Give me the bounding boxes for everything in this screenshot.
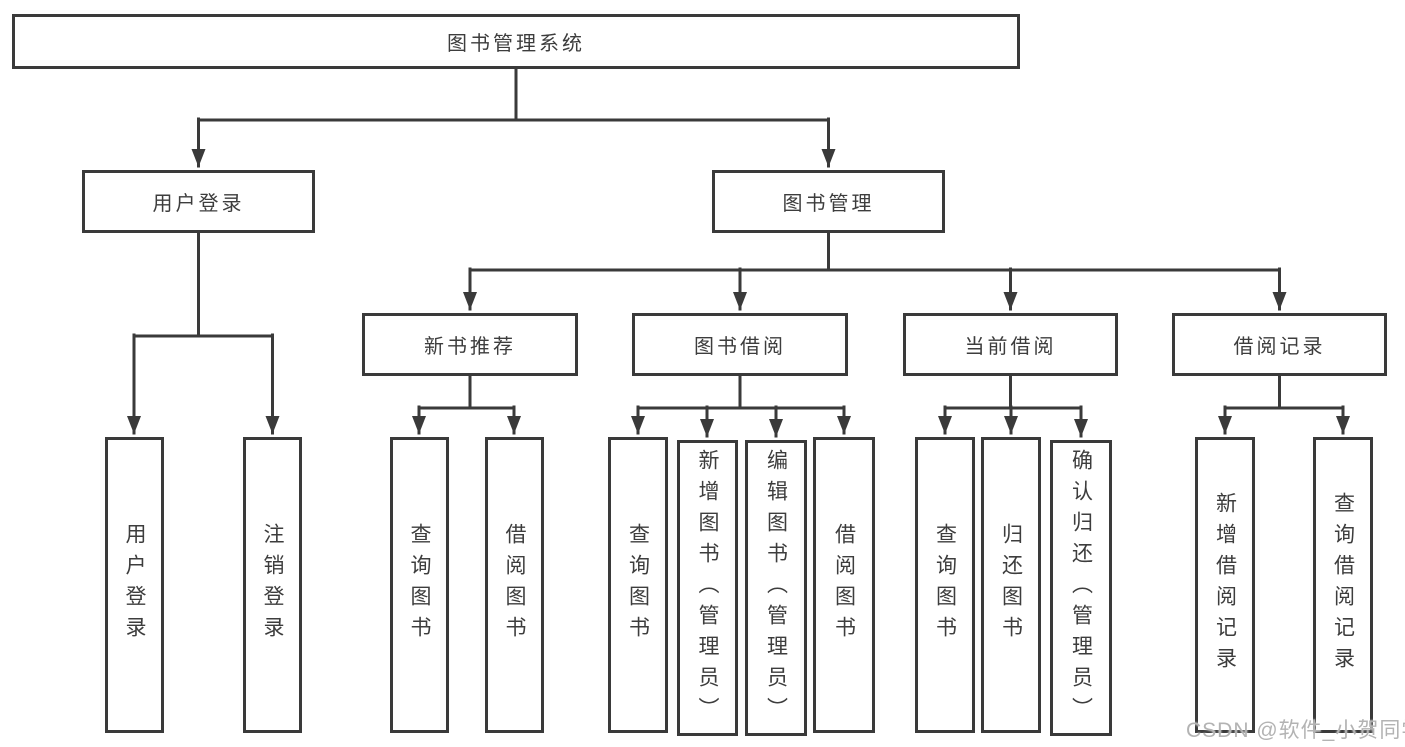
node-library-management-system: 图书管理系统: [12, 14, 1020, 69]
leaf-return-book: 归还图书: [981, 437, 1041, 733]
leaf-query-book-current: 查询图书: [915, 437, 975, 733]
node-book-borrow: 图书借阅: [632, 313, 848, 376]
leaf-logout: 注销登录: [243, 437, 302, 733]
node-current-borrow: 当前借阅: [903, 313, 1118, 376]
node-new-book-recommend: 新书推荐: [362, 313, 578, 376]
node-book-management: 图书管理: [712, 170, 945, 233]
leaf-user-login: 用户登录: [105, 437, 164, 733]
leaf-borrow-book-borrow: 借阅图书: [813, 437, 875, 733]
leaf-add-book-admin: 新增图书（管理员）: [677, 440, 738, 736]
node-borrow-record: 借阅记录: [1172, 313, 1387, 376]
leaf-query-book-borrow: 查询图书: [608, 437, 668, 733]
leaf-borrow-book-newbook: 借阅图书: [485, 437, 544, 733]
leaf-edit-book-admin: 编辑图书（管理员）: [745, 440, 807, 736]
leaf-query-borrow-record: 查询借阅记录: [1313, 437, 1373, 733]
node-user-login: 用户登录: [82, 170, 315, 233]
leaf-confirm-return-admin: 确认归还（管理员）: [1050, 440, 1112, 736]
leaf-query-book-newbook: 查询图书: [390, 437, 449, 733]
leaf-add-borrow-record: 新增借阅记录: [1195, 437, 1255, 733]
watermark: CSDN @软件_小贺同学: [1186, 719, 1405, 742]
